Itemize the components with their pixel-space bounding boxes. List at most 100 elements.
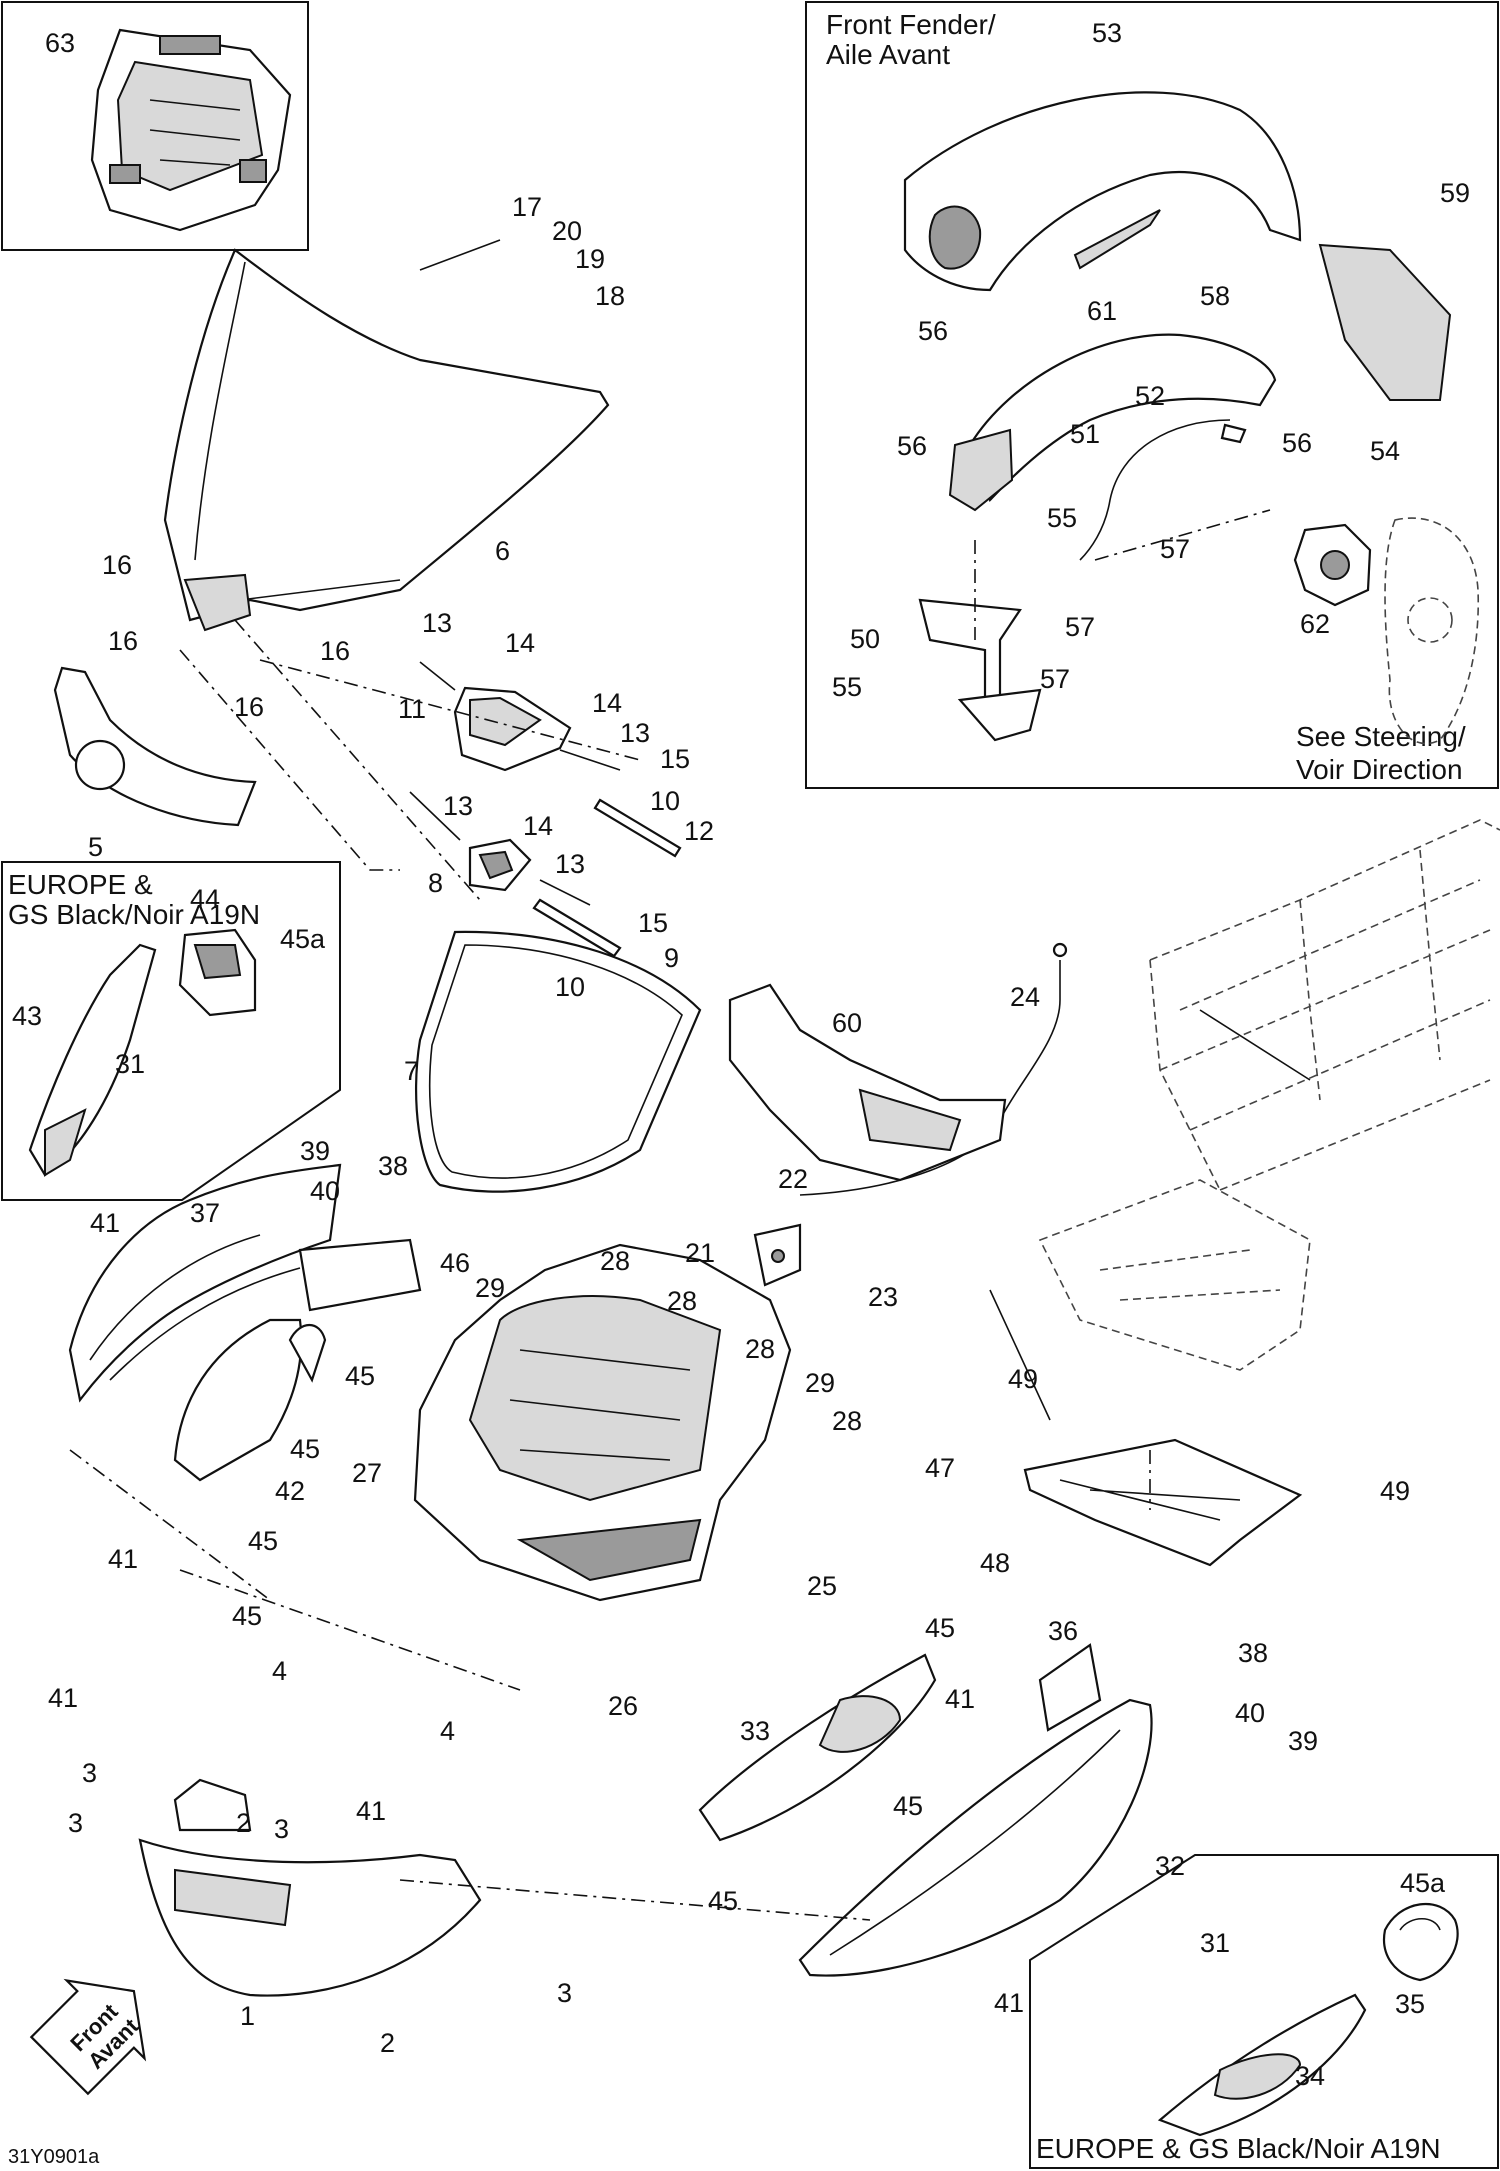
callout-16: 16 — [102, 550, 132, 580]
callout-55: 55 — [1047, 503, 1077, 533]
callout-60: 60 — [832, 1008, 862, 1038]
part-36-pad — [1038, 1643, 1102, 1732]
part-1-front-fascia — [138, 1778, 482, 1997]
part-25-airbox — [413, 1243, 792, 1602]
callout-58: 58 — [1200, 281, 1230, 311]
part-34-panel — [1157, 1993, 1367, 2137]
part-33-panel — [698, 1653, 937, 1842]
callout-48: 48 — [980, 1548, 1010, 1578]
part-44-bracket — [178, 928, 257, 1017]
callout-59: 59 — [1440, 178, 1470, 208]
part-37-panel — [68, 1163, 342, 1403]
part-60-duct — [728, 983, 1007, 1182]
part-8-bracket — [468, 838, 532, 892]
callout-3: 3 — [82, 1758, 97, 1788]
callout-22: 22 — [778, 1164, 808, 1194]
callout-49: 49 — [1380, 1476, 1410, 1506]
callout-23: 23 — [868, 1282, 898, 1312]
callout-5: 5 — [88, 832, 103, 862]
callout-29: 29 — [805, 1368, 835, 1398]
part-46-pad — [298, 1238, 422, 1312]
callout-39: 39 — [300, 1136, 330, 1166]
callout-53: 53 — [1092, 18, 1122, 48]
callout-45: 45 — [345, 1361, 375, 1391]
callout-28: 28 — [600, 1246, 630, 1276]
callout-2: 2 — [380, 2028, 395, 2058]
callout-52: 52 — [1135, 381, 1165, 411]
callout-13: 13 — [443, 791, 473, 821]
callout-63: 63 — [45, 28, 75, 58]
callout-7: 7 — [404, 1056, 419, 1086]
assembly-lines — [69, 239, 1311, 1921]
rods — [409, 661, 682, 958]
callout-57: 57 — [1160, 534, 1190, 564]
callout-35: 35 — [1395, 1989, 1425, 2019]
callout-3: 3 — [274, 1814, 289, 1844]
callout-14: 14 — [592, 688, 622, 718]
europe-left-title-2: GS Black/Noir A19N — [8, 899, 260, 930]
callout-19: 19 — [575, 244, 605, 274]
part-52-support — [948, 333, 1277, 512]
callout-57: 57 — [1040, 664, 1070, 694]
callout-12: 12 — [684, 816, 714, 846]
callout-16: 16 — [320, 636, 350, 666]
europe-right-box — [1029, 1854, 1499, 2169]
callout-41: 41 — [48, 1683, 78, 1713]
callout-40: 40 — [310, 1176, 340, 1206]
callout-4: 4 — [440, 1716, 455, 1746]
callout-45: 45 — [708, 1886, 738, 1916]
callout-33: 33 — [740, 1716, 770, 1746]
callout-41: 41 — [994, 1988, 1024, 2018]
part-11-bracket — [453, 686, 572, 772]
callout-50: 50 — [850, 624, 880, 654]
steering-knuckle — [1384, 517, 1480, 745]
callout-42: 42 — [275, 1476, 305, 1506]
callout-8: 8 — [428, 868, 443, 898]
callout-40: 40 — [1235, 1698, 1265, 1728]
europe-left-title-1: EUROPE & — [8, 869, 153, 900]
callout-34: 34 — [1295, 2061, 1325, 2091]
callout-20: 20 — [552, 216, 582, 246]
callout-36: 36 — [1048, 1616, 1078, 1646]
europe-right-title: EUROPE & GS Black/Noir A19N — [1036, 2133, 1441, 2164]
callout-45: 45 — [893, 1791, 923, 1821]
callout-24: 24 — [1010, 982, 1040, 1012]
callout-41: 41 — [945, 1684, 975, 1714]
callout-47: 47 — [925, 1453, 955, 1483]
callout-44: 44 — [190, 884, 220, 914]
callout-62: 62 — [1300, 609, 1330, 639]
callout-10: 10 — [555, 972, 585, 1002]
callout-16: 16 — [234, 692, 264, 722]
callout-31: 31 — [1200, 1928, 1230, 1958]
callout-39: 39 — [1288, 1726, 1318, 1756]
part-53-fender — [903, 91, 1302, 292]
callout-56: 56 — [897, 431, 927, 461]
callout-3: 3 — [557, 1978, 572, 2008]
callout-2: 2 — [236, 1808, 251, 1838]
callout-21: 21 — [685, 1238, 715, 1268]
part-51-stay — [1079, 419, 1247, 561]
part-5-bezel — [53, 666, 257, 827]
part-6-windshield — [163, 248, 610, 632]
callout-61: 61 — [1087, 296, 1117, 326]
callout-16: 16 — [108, 626, 138, 656]
callout-28: 28 — [745, 1334, 775, 1364]
callout-14: 14 — [505, 628, 535, 658]
callout-38: 38 — [378, 1151, 408, 1181]
callout-25: 25 — [807, 1571, 837, 1601]
callout-18: 18 — [595, 281, 625, 311]
callout-43: 43 — [12, 1001, 42, 1031]
callout-26: 26 — [608, 1691, 638, 1721]
part-50-bracket — [918, 598, 1042, 742]
callout-13: 13 — [620, 718, 650, 748]
callout-45a: 45a — [280, 924, 326, 954]
callout-41: 41 — [356, 1796, 386, 1826]
callout-4: 4 — [272, 1656, 287, 1686]
callout-1: 1 — [240, 2001, 255, 2031]
callout-45: 45 — [925, 1613, 955, 1643]
callout-49: 49 — [1008, 1364, 1038, 1394]
callout-55: 55 — [832, 672, 862, 702]
callout-17: 17 — [512, 192, 542, 222]
